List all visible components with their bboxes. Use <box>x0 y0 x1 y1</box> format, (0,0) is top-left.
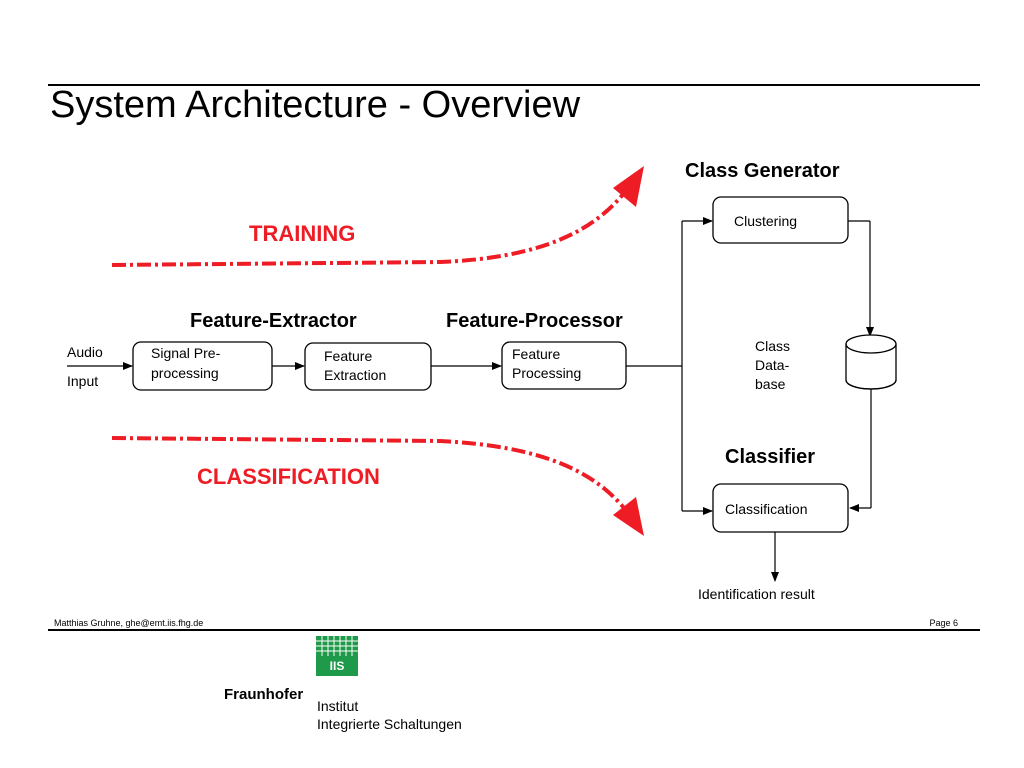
classification-box <box>712 483 849 533</box>
database-to-classification-connector <box>849 389 872 512</box>
training-label: TRAINING <box>249 221 355 246</box>
logo-text: IIS <box>330 659 345 673</box>
clustering-to-database-connector <box>848 220 874 337</box>
top-rule <box>48 84 980 86</box>
signal-preprocessing-line1: Signal Pre- <box>151 345 221 361</box>
identification-result-label: Identification result <box>698 586 815 602</box>
feature-processor-heading: Feature-Processor <box>446 310 623 332</box>
classification-box-label: Classification <box>725 501 807 517</box>
clustering-label: Clustering <box>734 213 797 229</box>
footer-author: Matthias Gruhne, ghe@emt.iis.fhg.de <box>54 618 204 628</box>
institute-line1: Institut <box>317 698 359 714</box>
class-database-cylinder <box>845 334 897 390</box>
database-label-line2: Data- <box>755 357 790 373</box>
slide-title: System Architecture - Overview <box>50 84 581 126</box>
feature-extraction-line1: Feature <box>324 348 372 364</box>
fraunhofer-name: Fraunhofer <box>224 686 304 703</box>
feature-extractor-heading: Feature-Extractor <box>190 310 357 332</box>
audio-input-label-line1: Audio <box>67 344 103 360</box>
feature-extraction-line2: Extraction <box>324 367 386 383</box>
feature-processing-line2: Processing <box>512 365 581 381</box>
footer-rule <box>48 629 980 631</box>
feature-processing-line1: Feature <box>512 346 560 362</box>
training-flow-arrow <box>111 166 644 267</box>
institute-line2: Integrierte Schaltungen <box>317 716 462 732</box>
signal-preprocessing-line2: processing <box>151 365 219 381</box>
fraunhofer-iis-logo-icon: IIS <box>316 636 358 676</box>
database-label-line1: Class <box>755 338 790 354</box>
audio-input-label-line2: Input <box>67 373 98 389</box>
classification-flow-arrow <box>111 436 644 536</box>
database-label-line3: base <box>755 376 786 392</box>
page-number: Page 6 <box>929 618 958 628</box>
class-generator-heading: Class Generator <box>685 160 840 182</box>
classification-label: CLASSIFICATION <box>197 464 380 489</box>
classifier-heading: Classifier <box>725 446 815 468</box>
clustering-box <box>712 196 849 244</box>
branch-connector <box>626 217 713 515</box>
